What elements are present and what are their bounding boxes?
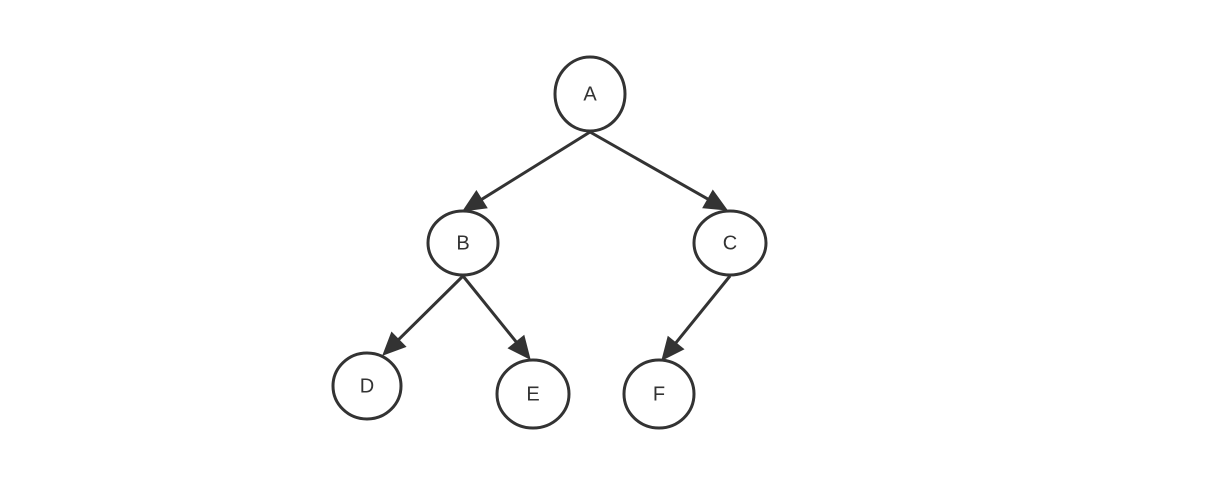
node-circle [692,209,768,277]
arrowhead-icon [507,334,531,360]
node-circle [331,351,403,421]
node-e: E [495,358,571,430]
node-label: F [653,383,665,405]
node-circle [426,209,500,277]
node-label: E [526,383,539,405]
node-c: C [692,209,768,277]
edge-line [673,275,732,346]
node-label: D [360,375,374,397]
arrowhead-icon [461,189,488,212]
edge-line [461,275,519,345]
node-circle [495,358,571,430]
node-label: C [723,232,737,254]
edge-line [589,130,711,202]
edge-a-b [461,130,591,212]
edge-a-c [589,130,729,211]
edge-c-f [661,275,732,361]
arrowhead-icon [382,331,407,356]
nodes-layer: A B C D E F [331,55,768,430]
node-d: D [331,351,403,421]
edge-line [479,130,591,202]
node-label: A [583,83,597,105]
arrowhead-icon [661,335,685,361]
edge-b-e [461,275,531,360]
node-circle [622,358,696,430]
node-a: A [553,55,627,133]
edges-layer [382,130,732,361]
edge-b-d [382,274,465,356]
node-f: F [622,358,696,430]
node-b: B [426,209,500,277]
node-label: B [456,232,469,254]
edge-line [396,274,465,343]
node-circle [553,55,627,133]
arrowhead-icon [702,189,729,211]
